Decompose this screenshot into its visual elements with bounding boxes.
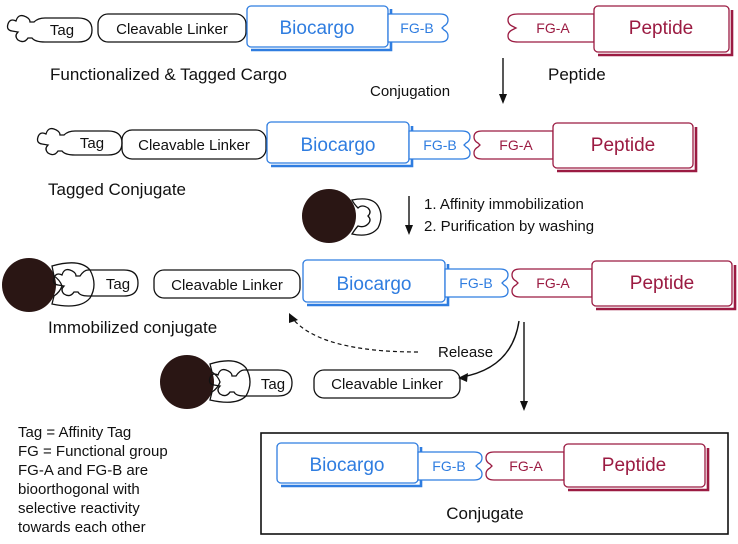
- peptide-shadow: [596, 265, 737, 311]
- legend-line: bioorthogonal with: [18, 481, 140, 498]
- immobilized-conjugate: Tag Cleavable Linker Biocargo FG-B FG-A …: [2, 258, 737, 312]
- peptide-label: Peptide: [602, 455, 666, 476]
- step1-text: 1. Affinity immobilization: [424, 196, 584, 213]
- tag-shape: [52, 268, 139, 297]
- biocargo-label: Biocargo: [310, 455, 385, 476]
- peptide-label: Peptide: [629, 18, 693, 39]
- tag-receptor-icon: [209, 360, 251, 403]
- fg-b-shape: [387, 13, 449, 43]
- peptide-box: [563, 443, 706, 488]
- tag-receptor-icon: [350, 198, 382, 236]
- bead-icon: [2, 258, 56, 312]
- peptide-caption: Peptide: [548, 65, 606, 84]
- legend-line: FG = Functional group: [18, 443, 168, 460]
- conjugation-caption: Conjugation: [370, 83, 450, 100]
- tagged-conjugate-caption: Tagged Conjugate: [48, 180, 186, 199]
- bead-icon: [302, 189, 356, 243]
- conjugate-caption: Conjugate: [446, 504, 524, 523]
- cleavable-linker-box: [313, 369, 461, 399]
- linker-label: Cleavable Linker: [138, 137, 250, 154]
- immobilization-arrow: [405, 196, 413, 235]
- cleavable-linker-box: [97, 13, 247, 43]
- functionalized-tagged-cargo: Tag Cleavable Linker Biocargo FG-B: [6, 5, 449, 52]
- dashed-recycle-arrow: [291, 317, 419, 353]
- fg-a-label: FG-A: [499, 137, 533, 153]
- step2-text: 2. Purification by washing: [424, 218, 594, 235]
- peptide-box: [593, 5, 730, 53]
- bead-icon: [160, 355, 214, 409]
- legend-line: FG-A and FG-B are: [18, 462, 148, 479]
- tag-shape: [36, 127, 123, 156]
- peptide-shadow: [557, 127, 698, 173]
- fg-a-shape: [473, 130, 554, 160]
- tag-receptor-icon: [51, 262, 95, 307]
- peptide-label: Peptide: [630, 273, 694, 294]
- peptide-label: Peptide: [591, 135, 655, 156]
- biocargo-label: Biocargo: [280, 18, 355, 39]
- fg-a-label: FG-A: [509, 458, 543, 474]
- tagged-conjugate: Tag Cleavable Linker Biocargo FG-B FG-A …: [36, 121, 698, 173]
- peptide-shadow: [568, 448, 710, 492]
- fg-b-shape: [408, 130, 471, 160]
- biocargo-label: Biocargo: [301, 135, 376, 156]
- peptide-box: [591, 260, 733, 307]
- linker-label: Cleavable Linker: [116, 21, 228, 38]
- peptide-box: [552, 122, 694, 169]
- release-caption: Release: [438, 344, 493, 361]
- biocargo-label: Biocargo: [337, 274, 412, 295]
- linker-label: Cleavable Linker: [331, 376, 443, 393]
- fg-b-shape: [444, 268, 509, 298]
- linker-label: Cleavable Linker: [171, 277, 283, 294]
- fg-a-label: FG-A: [536, 275, 570, 291]
- fg-b-label: FG-B: [400, 20, 433, 36]
- tag-label: Tag: [261, 376, 285, 393]
- tag-label: Tag: [106, 276, 130, 293]
- legend: Tag = Affinity Tag FG = Functional group…: [18, 424, 168, 536]
- released-tag-linker: Tag Cleavable Linker: [160, 355, 461, 409]
- release-arrow: [289, 313, 528, 411]
- immobilized-conjugate-caption: Immobilized conjugate: [48, 318, 217, 337]
- tag-shape: [6, 14, 93, 43]
- tag-shape: [208, 368, 293, 397]
- fg-b-label: FG-B: [423, 137, 456, 153]
- conjugation-arrow: [499, 58, 507, 104]
- functionalized-cargo-caption: Functionalized & Tagged Cargo: [50, 65, 287, 84]
- fg-a-shape: [485, 451, 565, 481]
- cleavable-linker-box: [153, 269, 301, 299]
- peptide-shadow: [598, 10, 734, 57]
- fg-b-shape: [417, 451, 483, 481]
- cleavable-linker-box: [121, 129, 267, 160]
- legend-line: towards each other: [18, 519, 146, 536]
- legend-line: Tag = Affinity Tag: [18, 424, 131, 441]
- tag-label: Tag: [50, 22, 74, 39]
- fg-b-label: FG-B: [432, 458, 465, 474]
- tag-label: Tag: [80, 135, 104, 152]
- peptide-reagent: FG-A Peptide: [507, 5, 734, 57]
- final-conjugate-panel: Biocargo FG-B FG-A Peptide Conjugate: [260, 432, 729, 535]
- legend-line: selective reactivity: [18, 500, 140, 517]
- fg-a-shape: [511, 268, 593, 298]
- fg-b-label: FG-B: [459, 275, 492, 291]
- fg-a-label: FG-A: [536, 20, 570, 36]
- fg-a-shape: [507, 13, 595, 43]
- affinity-bead: [302, 189, 382, 243]
